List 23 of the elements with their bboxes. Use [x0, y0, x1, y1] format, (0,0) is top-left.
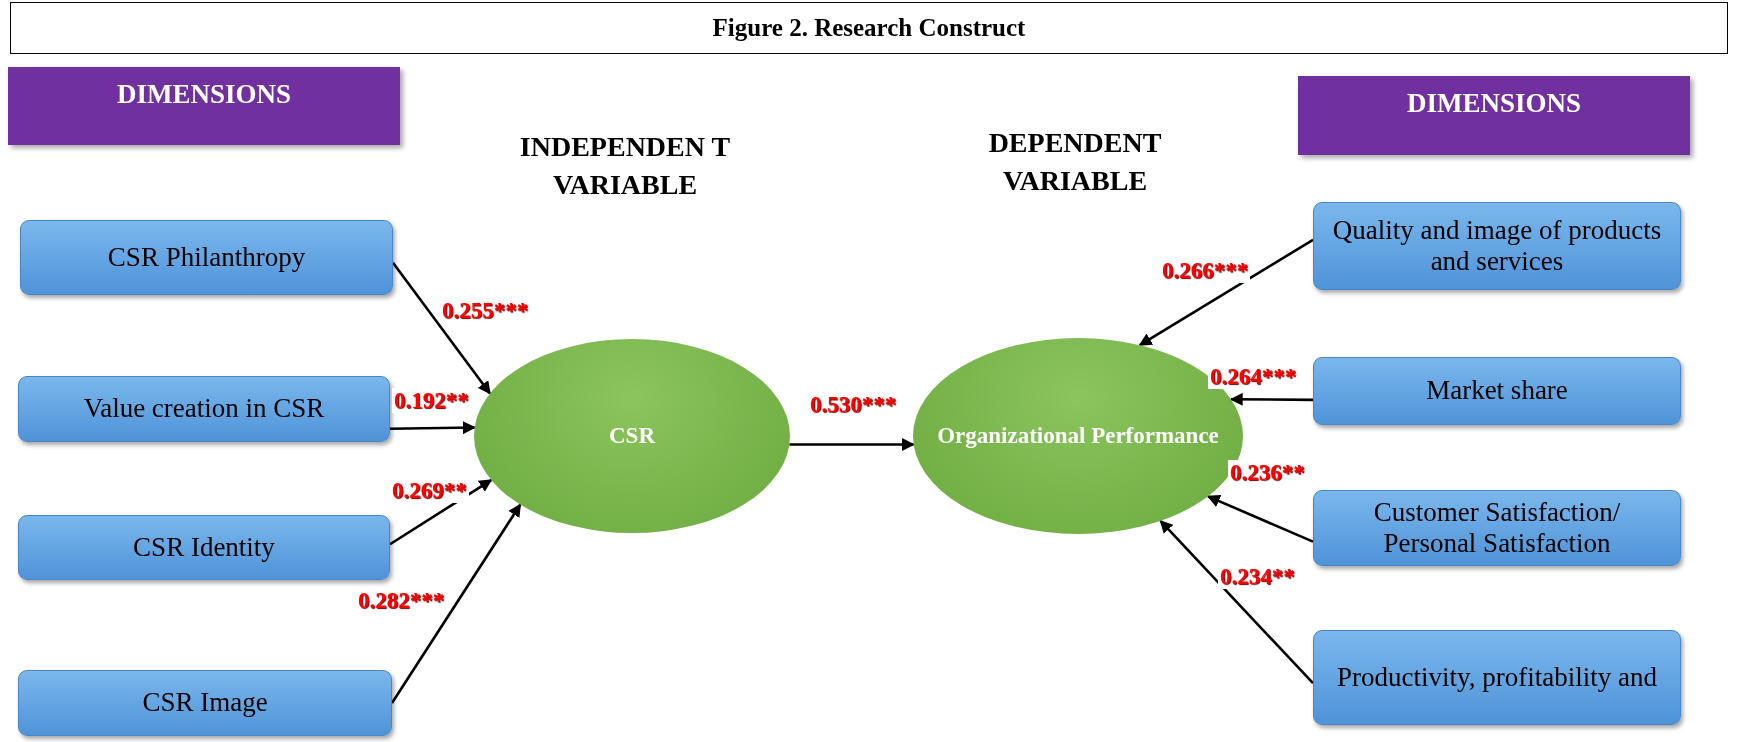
dimension-box: Customer Satisfaction/ Personal Satisfaction [1313, 490, 1681, 566]
arrow [391, 261, 492, 395]
variable-ellipse: CSR [474, 339, 790, 533]
variable-heading: DEPENDENT VARIABLE [987, 126, 1163, 198]
dimension-box: Quality and image of products and services [1313, 202, 1681, 290]
dimension-box: CSR Philanthropy [20, 220, 393, 295]
dimension-header-box: DIMENSIONS [1298, 76, 1690, 155]
arrow [390, 421, 476, 435]
dimension-box: Market share [1313, 357, 1681, 425]
dimension-box: CSR Image [18, 670, 392, 736]
arrow [1159, 519, 1314, 685]
dimension-box: Value creation in CSR [18, 376, 390, 442]
arrow [1138, 238, 1314, 347]
figure-title: Figure 2. Research Construct [10, 2, 1728, 54]
arrow [389, 478, 493, 546]
arrow [390, 503, 522, 704]
variable-heading: INDEPENDEN T VARIABLE [518, 130, 732, 202]
arrow [1206, 495, 1314, 543]
arrow [1229, 392, 1313, 406]
dimension-header-box: DIMENSIONS [8, 67, 400, 145]
arrow [789, 438, 915, 452]
dimension-box: CSR Identity [18, 515, 390, 580]
dimension-box: Productivity, profitability and [1313, 630, 1681, 725]
